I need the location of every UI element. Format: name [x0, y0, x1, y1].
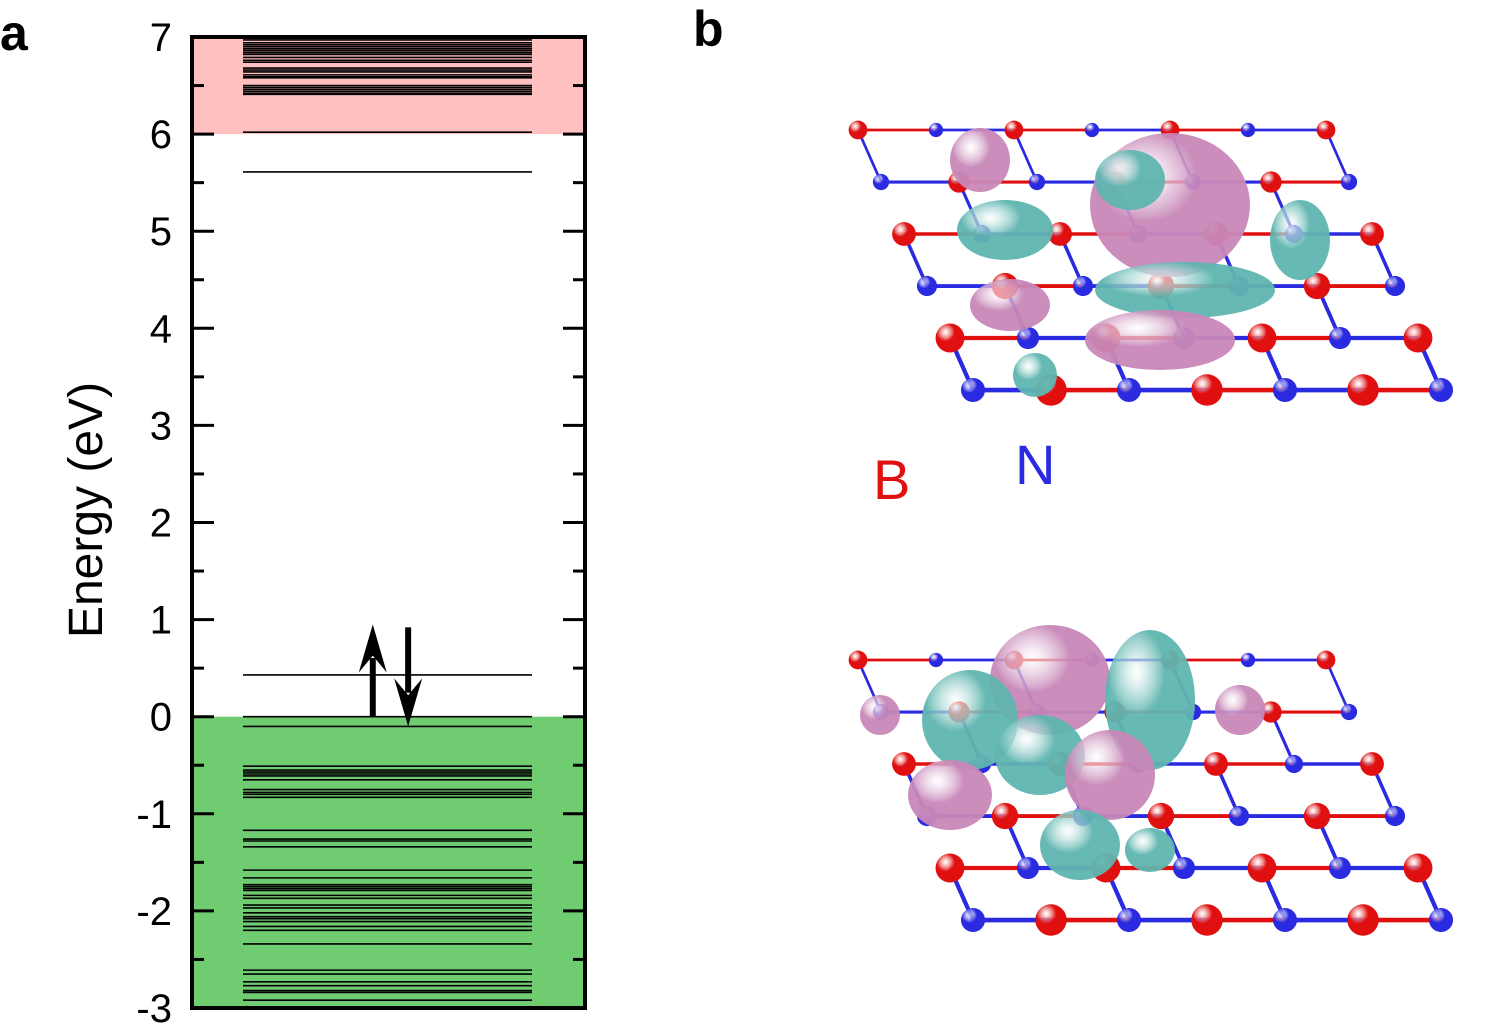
y-tick-label: -1	[136, 793, 172, 837]
band-region	[192, 716, 585, 1008]
y-tick-label: -3	[136, 987, 172, 1027]
panel-label-a: a	[0, 5, 28, 61]
y-tick-label: 4	[150, 307, 172, 351]
atom-label-boron: B	[873, 448, 911, 511]
energy-level-chart: -3 -2 -1 0 1 2 3 4 5 6 7 Energy (eV)	[60, 16, 587, 1027]
molecule-image-bottom	[848, 625, 1454, 936]
spin-arrows	[358, 624, 423, 727]
y-axis-title: Energy (eV)	[60, 382, 113, 638]
arrow-head-icon	[358, 624, 387, 673]
panel-label-b: b	[693, 1, 724, 57]
y-tick-label: -2	[136, 890, 172, 934]
band-regions	[192, 37, 585, 1008]
y-tick-label: 1	[150, 599, 172, 643]
y-tick-label: 6	[150, 113, 172, 157]
y-tick-label: 7	[150, 16, 172, 60]
y-tick-labels: -3 -2 -1 0 1 2 3 4 5 6 7	[136, 16, 172, 1027]
plot-frame	[190, 35, 587, 1010]
y-tick-label: 5	[150, 210, 172, 254]
y-tick-label: 3	[150, 404, 172, 448]
energy-levels	[243, 39, 532, 1002]
molecule-image-top	[848, 120, 1454, 406]
atom-label-nitrogen: N	[1015, 433, 1056, 496]
y-tick-label: 0	[150, 696, 172, 740]
y-tick-label: 2	[150, 502, 172, 546]
arrow-head-icon	[394, 678, 423, 727]
